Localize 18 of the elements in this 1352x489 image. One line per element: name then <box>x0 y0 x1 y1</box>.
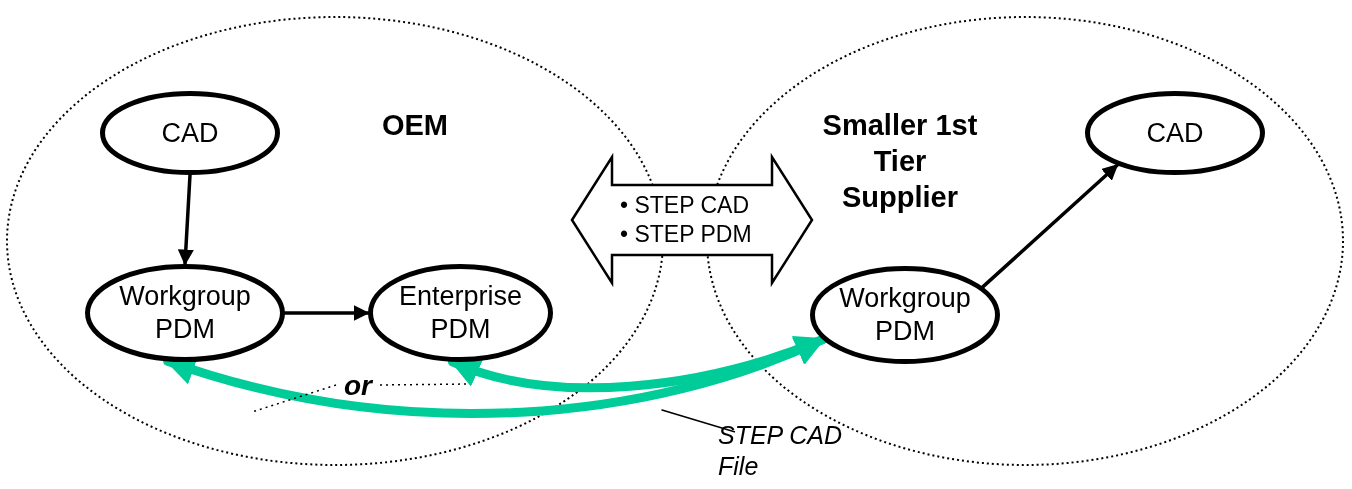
group-title: OEM <box>380 108 450 143</box>
bullet-text: • STEP CAD <box>620 191 750 219</box>
ellipse-node: Workgroup PDM <box>810 266 1000 364</box>
arrow <box>177 173 194 266</box>
group-title: Smaller 1st Tier Supplier <box>821 108 979 215</box>
ellipse-node: CAD <box>100 91 280 175</box>
annotation-text: STEP CAD File <box>718 420 858 486</box>
leader-line <box>661 409 736 433</box>
arrow <box>981 163 1119 289</box>
ellipse-node: CAD <box>1085 91 1265 175</box>
ellipse-node: Enterprise PDM <box>368 264 553 362</box>
annotation-text: or <box>336 368 380 402</box>
leader-line <box>251 384 337 413</box>
ellipse-node: Workgroup PDM <box>85 264 285 362</box>
bullet-text: • STEP PDM <box>620 220 752 248</box>
arrow <box>283 305 370 321</box>
arrow <box>447 335 828 393</box>
double-arrow-shape <box>572 155 812 285</box>
